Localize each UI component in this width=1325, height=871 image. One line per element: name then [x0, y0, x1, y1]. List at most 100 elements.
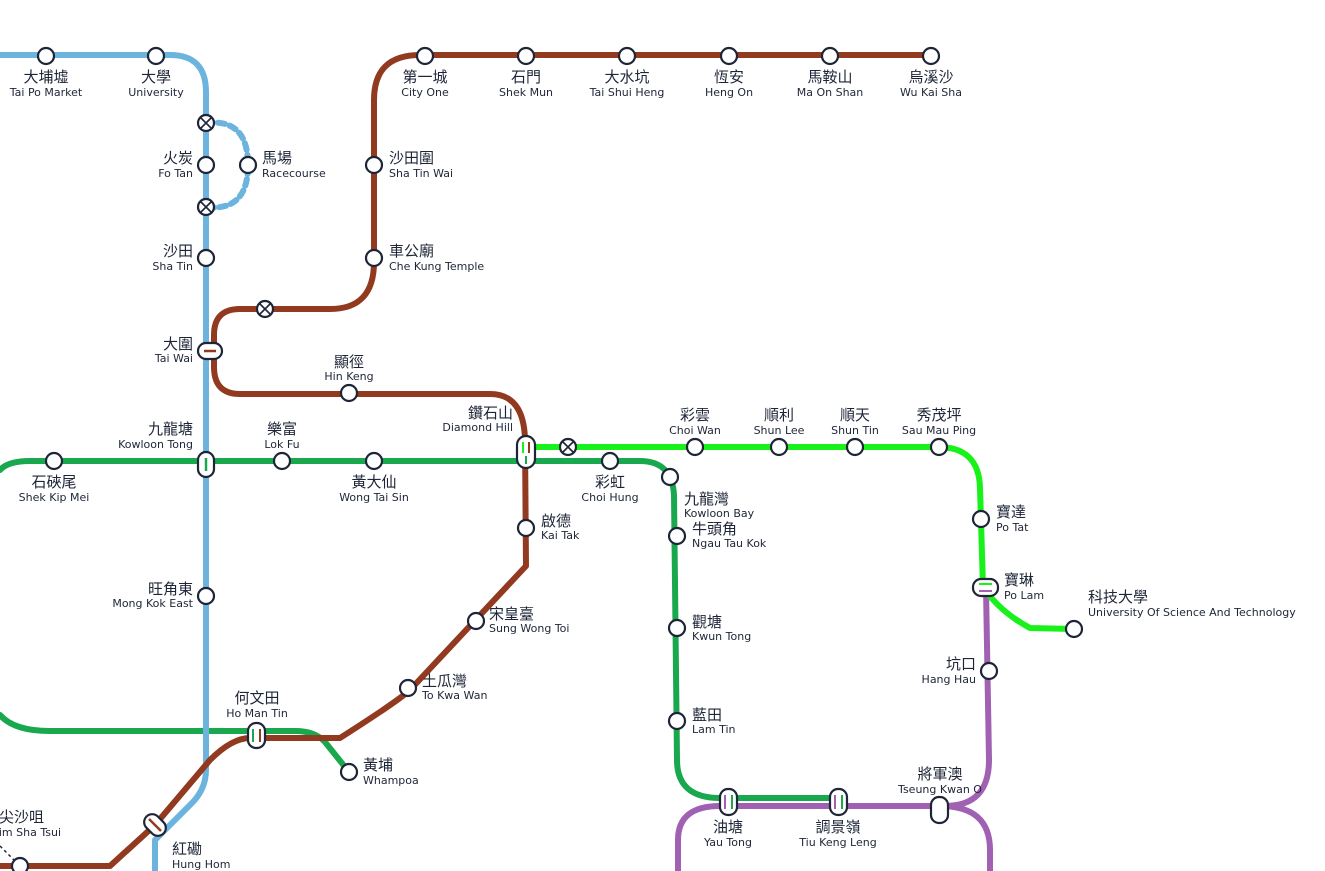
station-kwun-tong[interactable]: 觀塘 Kwun Tong: [667, 613, 751, 643]
station-po-lam[interactable]: 寶琳 Po Lam: [971, 571, 1044, 602]
tseung-kwan-o-loop-path: [937, 803, 993, 871]
station-label-en: Yau Tong: [703, 836, 752, 849]
station-shun-lee[interactable]: 順利 Shun Lee: [754, 406, 805, 457]
station-sung-wong-toi[interactable]: 宋皇臺 Sung Wong Toi: [466, 605, 569, 635]
station-whampoa[interactable]: 黃埔 Whampoa: [339, 756, 419, 787]
station-label-en: Ngau Tau Kok: [692, 537, 767, 550]
station-label-en: Whampoa: [363, 774, 419, 787]
station-label-en: Choi Hung: [581, 491, 638, 504]
station-label-zh: 火炭: [163, 149, 193, 167]
station-label-en: Choi Wan: [669, 424, 721, 437]
station-hkust[interactable]: 科技大學 University Of Science And Technolog…: [1064, 588, 1296, 639]
cross-marker: [196, 113, 216, 133]
station-label-zh: 秀茂坪: [916, 406, 961, 424]
station-label-en: To Kwa Wan: [421, 689, 487, 702]
station-wu-kai-sha[interactable]: 烏溪沙 Wu Kai Sha: [900, 46, 962, 99]
station-hang-hau[interactable]: 坑口 Hang Hau: [922, 655, 999, 686]
station-label-zh: 調景嶺: [815, 818, 860, 836]
station-label-en: University Of Science And Technology: [1088, 606, 1296, 619]
station-label-en: Hang Hau: [922, 673, 976, 686]
station-label-zh: 大水坑: [604, 68, 649, 86]
station-label-zh: 土瓜灣: [422, 672, 467, 690]
station-hung-hom[interactable]: 紅磡 Hung Hom: [141, 811, 231, 871]
station-label-zh: 黃埔: [363, 756, 393, 774]
station-label-en: Racecourse: [262, 167, 326, 180]
station-ngau-tau-kok[interactable]: 牛頭角 Ngau Tau Kok: [667, 520, 767, 550]
station-lok-fu[interactable]: 樂富 Lok Fu: [264, 420, 300, 471]
cross-marker: [255, 299, 275, 319]
station-label-zh: 寶達: [996, 503, 1026, 521]
station-tai-shui-hang[interactable]: 大水坑 Tai Shui Heng: [589, 46, 665, 99]
station-label-zh: 順利: [764, 406, 794, 424]
cross-marker: [558, 437, 578, 457]
station-city-one[interactable]: 第一城 City One: [401, 46, 449, 99]
station-to-kwa-wan[interactable]: 土瓜灣 To Kwa Wan: [398, 672, 487, 702]
station-shek-mun[interactable]: 石門 Shek Mun: [499, 46, 553, 99]
station-label-zh: 九龍塘: [148, 420, 193, 438]
station-label-zh: 油塘: [713, 818, 743, 836]
station-label-en: Shek Kip Mei: [19, 491, 90, 504]
station-label-en: Kowloon Tong: [118, 438, 193, 451]
station-fo-tan[interactable]: 火炭 Fo Tan: [158, 149, 216, 180]
station-mong-kok-east[interactable]: 旺角東 Mong Kok East: [112, 580, 216, 610]
station-ho-man-tin[interactable]: 何文田 Ho Man Tin: [226, 689, 288, 750]
station-lam-tin[interactable]: 藍田 Lam Tin: [667, 706, 736, 736]
station-tai-po-market[interactable]: 大埔墟 Tai Po Market: [9, 46, 83, 99]
station-label-en: Lok Fu: [264, 438, 299, 451]
station-che-kung-temple[interactable]: 車公廟 Che Kung Temple: [364, 242, 484, 273]
station-label-zh: 沙田: [163, 242, 193, 260]
station-label-en: Po Tat: [996, 521, 1029, 534]
station-label-en: Ma On Shan: [797, 86, 864, 99]
station-label-en: Shun Lee: [754, 424, 805, 437]
station-shun-tin[interactable]: 順天 Shun Tin: [831, 406, 879, 457]
station-tiu-keng-leng[interactable]: 調景嶺 Tiu Keng Leng: [798, 787, 877, 849]
station-sau-mau-ping[interactable]: 秀茂坪 Sau Mau Ping: [902, 406, 976, 457]
station-label-zh: 宋皇臺: [489, 605, 534, 623]
station-wong-tai-sin[interactable]: 黃大仙 Wong Tai Sin: [339, 451, 409, 504]
station-tai-wai[interactable]: 大圍 Tai Wai: [154, 335, 224, 365]
station-choi-wan[interactable]: 彩雲 Choi Wan: [669, 406, 721, 457]
station-label-zh: 顯徑: [334, 353, 364, 371]
station-label-zh: 恆安: [714, 68, 744, 86]
station-kowloon-bay[interactable]: 九龍灣 Kowloon Bay: [660, 467, 755, 520]
station-yau-tong[interactable]: 油塘 Yau Tong: [703, 787, 752, 849]
station-label-en: City One: [401, 86, 449, 99]
station-label-en: Fo Tan: [158, 167, 193, 180]
station-label-zh: 石門: [511, 68, 541, 86]
station-ma-on-shan[interactable]: 馬鞍山 Ma On Shan: [797, 46, 864, 99]
station-sha-tin-wai[interactable]: 沙田圍 Sha Tin Wai: [364, 149, 453, 180]
station-label-zh: 樂富: [267, 420, 297, 438]
station-diamond-hill[interactable]: 鑽石山 Diamond Hill: [442, 404, 537, 470]
station-university[interactable]: 大學 University: [128, 46, 184, 99]
station-shek-kip-mei[interactable]: 石硤尾 Shek Kip Mei: [19, 451, 90, 504]
station-label-en: Ho Man Tin: [226, 707, 288, 720]
station-label-zh: 藍田: [692, 706, 722, 724]
station-label-zh: 九龍灣: [684, 490, 729, 508]
station-label-en: Sha Tin Wai: [389, 167, 453, 180]
station-tsim-sha-tsui[interactable]: 尖沙咀 Tsim Sha Tsui: [0, 808, 61, 871]
station-label-zh: 馬鞍山: [807, 68, 852, 86]
station-po-tat[interactable]: 寶達 Po Tat: [971, 503, 1029, 534]
station-hin-keng[interactable]: 顯徑 Hin Keng: [324, 353, 374, 403]
station-choi-hung[interactable]: 彩虹 Choi Hung: [581, 451, 639, 504]
station-kai-tak[interactable]: 啟德 Kai Tak: [516, 512, 580, 542]
station-label-en: Tai Po Market: [9, 86, 83, 99]
station-label-en: Diamond Hill: [442, 421, 513, 434]
station-label-zh: 馬場: [262, 149, 292, 167]
station-label-en: Hin Keng: [324, 370, 373, 383]
walking-link: [0, 845, 21, 867]
station-label-zh: 坑口: [946, 655, 976, 673]
station-heng-on[interactable]: 恆安 Heng On: [705, 46, 753, 99]
station-label-zh: 鑽石山: [468, 404, 513, 422]
station-sha-tin[interactable]: 沙田 Sha Tin: [152, 242, 216, 273]
station-label-zh: 彩虹: [595, 473, 625, 491]
station-tseung-kwan-o[interactable]: 將軍澳 Tseung Kwan O: [897, 765, 982, 825]
station-kowloon-tong[interactable]: 九龍塘 Kowloon Tong: [118, 420, 216, 479]
station-racecourse[interactable]: 馬場 Racecourse: [238, 149, 326, 180]
station-label-zh: 大圍: [163, 335, 193, 353]
station-label-en: Kai Tak: [541, 529, 580, 542]
station-label-en: Kowloon Bay: [684, 507, 755, 520]
station-label-zh: 將軍澳: [917, 765, 962, 783]
station-label-zh: 尖沙咀: [0, 808, 44, 826]
station-label-en: Wong Tai Sin: [339, 491, 409, 504]
